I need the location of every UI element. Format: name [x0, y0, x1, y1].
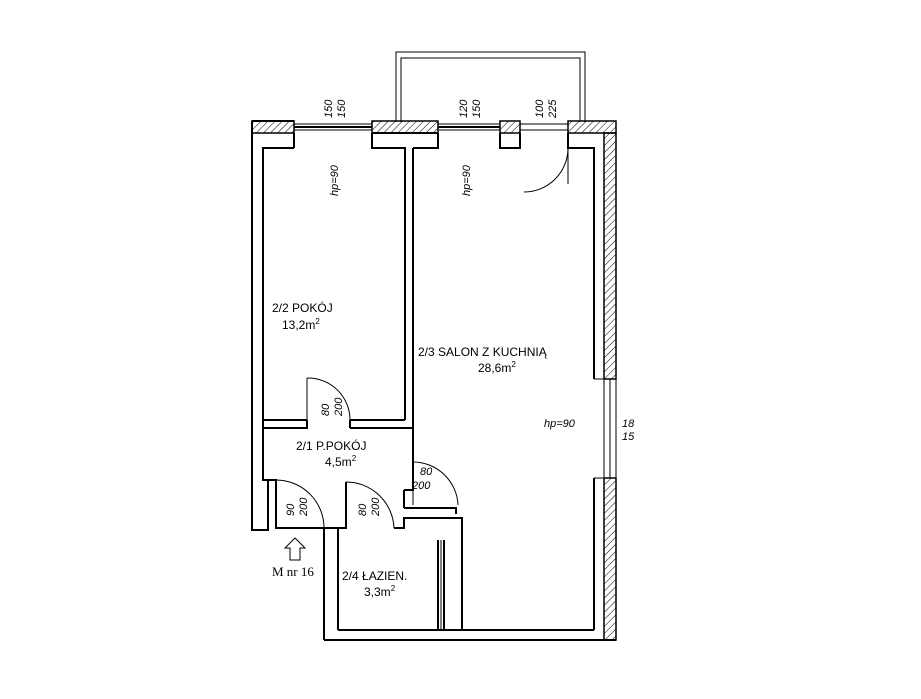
door-3-dim-a: 90: [285, 503, 297, 516]
room-name-salon: 2/3 SALON Z KUCHNIĄ: [418, 345, 548, 359]
window-1-dim-a: 150: [323, 99, 335, 118]
window-1-hp: hp=90: [329, 164, 341, 196]
outer-wall-right: [594, 132, 617, 641]
door-arcs: [275, 147, 569, 529]
room-name-lazien: 2/4 ŁAZIEN.: [342, 569, 407, 583]
window-3-dim-b: 225: [547, 99, 559, 119]
room-name-ppokoj: 2/1 P.POKÓJ: [296, 438, 366, 453]
window-2-dim-a: 120: [458, 99, 470, 118]
door-4-dim-b: 200: [370, 497, 382, 517]
door-4-dim-a: 80: [357, 503, 369, 516]
window-4-dim-a: 18: [622, 418, 635, 430]
room-area-pokoj: 13,2m2: [282, 317, 320, 332]
outer-wall-top: [251, 120, 617, 134]
balcony: [395, 51, 586, 122]
window-2-dim-b: 150: [471, 99, 483, 118]
door-1-dim-b: 200: [333, 397, 345, 417]
window-4-dim-b: 15: [622, 431, 635, 443]
entrance-label: M nr 16: [272, 564, 314, 579]
room-name-pokoj: 2/2 POKÓJ: [272, 300, 333, 315]
door-2-dim-b: 200: [411, 480, 431, 492]
door-3-dim-b: 200: [298, 497, 310, 517]
room-area-salon: 28,6m2: [478, 360, 516, 375]
room-area-ppokoj: 4,5m2: [325, 454, 357, 469]
window-4-hp: hp=90: [544, 418, 576, 430]
window-1-dim-b: 150: [336, 99, 348, 118]
room-area-lazien: 3,3m2: [364, 584, 396, 599]
door-2-dim-a: 80: [420, 466, 433, 478]
window-3-dim-a: 100: [534, 99, 546, 118]
entrance-arrow-icon: [283, 537, 307, 561]
window-2-hp: hp=90: [461, 164, 473, 196]
door-1-dim-a: 80: [320, 403, 332, 416]
